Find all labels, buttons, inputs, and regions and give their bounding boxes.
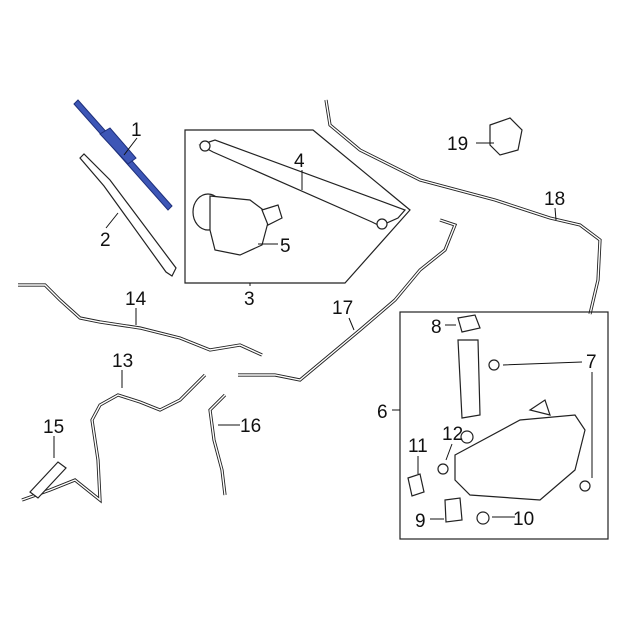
grommet[interactable] xyxy=(437,463,449,475)
linkage-box xyxy=(184,129,411,284)
callout-4: 4 xyxy=(294,151,305,172)
filler-neck[interactable] xyxy=(457,339,481,419)
callout-12: 12 xyxy=(442,424,463,445)
callout-8: 8 xyxy=(431,317,442,338)
level-sensor[interactable] xyxy=(407,473,425,497)
callout-3: 3 xyxy=(244,289,255,310)
reservoir-box xyxy=(399,311,609,540)
leader-lines xyxy=(53,137,593,520)
callout-6: 6 xyxy=(377,402,388,423)
wiper-arm[interactable] xyxy=(79,153,177,277)
callout-1: 1 xyxy=(131,120,142,141)
callout-7: 7 xyxy=(586,352,597,373)
wiper-motor[interactable] xyxy=(192,193,283,256)
bolt-10[interactable] xyxy=(476,511,490,525)
nozzle[interactable] xyxy=(29,461,67,499)
callout-5: 5 xyxy=(280,236,291,257)
callout-14: 14 xyxy=(125,289,147,310)
bolt-7a[interactable] xyxy=(488,359,500,371)
washer-reservoir[interactable] xyxy=(454,399,586,501)
connector[interactable] xyxy=(489,117,523,156)
wiper-blade[interactable] xyxy=(73,99,173,211)
callout-19: 19 xyxy=(447,134,468,155)
hose-18[interactable] xyxy=(324,99,602,315)
bolt-7b[interactable] xyxy=(579,480,591,492)
callout-2: 2 xyxy=(100,230,111,251)
callout-11: 11 xyxy=(408,436,428,457)
callout-10: 10 xyxy=(513,509,534,530)
hose-14[interactable] xyxy=(18,283,263,357)
callout-17: 17 xyxy=(332,298,353,319)
hose-16[interactable] xyxy=(208,393,227,496)
cap[interactable] xyxy=(457,314,481,333)
callout-13: 13 xyxy=(112,351,133,372)
hose-17[interactable] xyxy=(238,218,458,382)
hose-13[interactable] xyxy=(21,373,207,504)
grommet-12[interactable] xyxy=(460,430,474,444)
callout-16: 16 xyxy=(240,416,261,437)
callout-18: 18 xyxy=(544,189,565,210)
callout-15: 15 xyxy=(43,417,64,438)
washer-pump[interactable] xyxy=(444,497,463,523)
callout-9: 9 xyxy=(415,511,426,532)
